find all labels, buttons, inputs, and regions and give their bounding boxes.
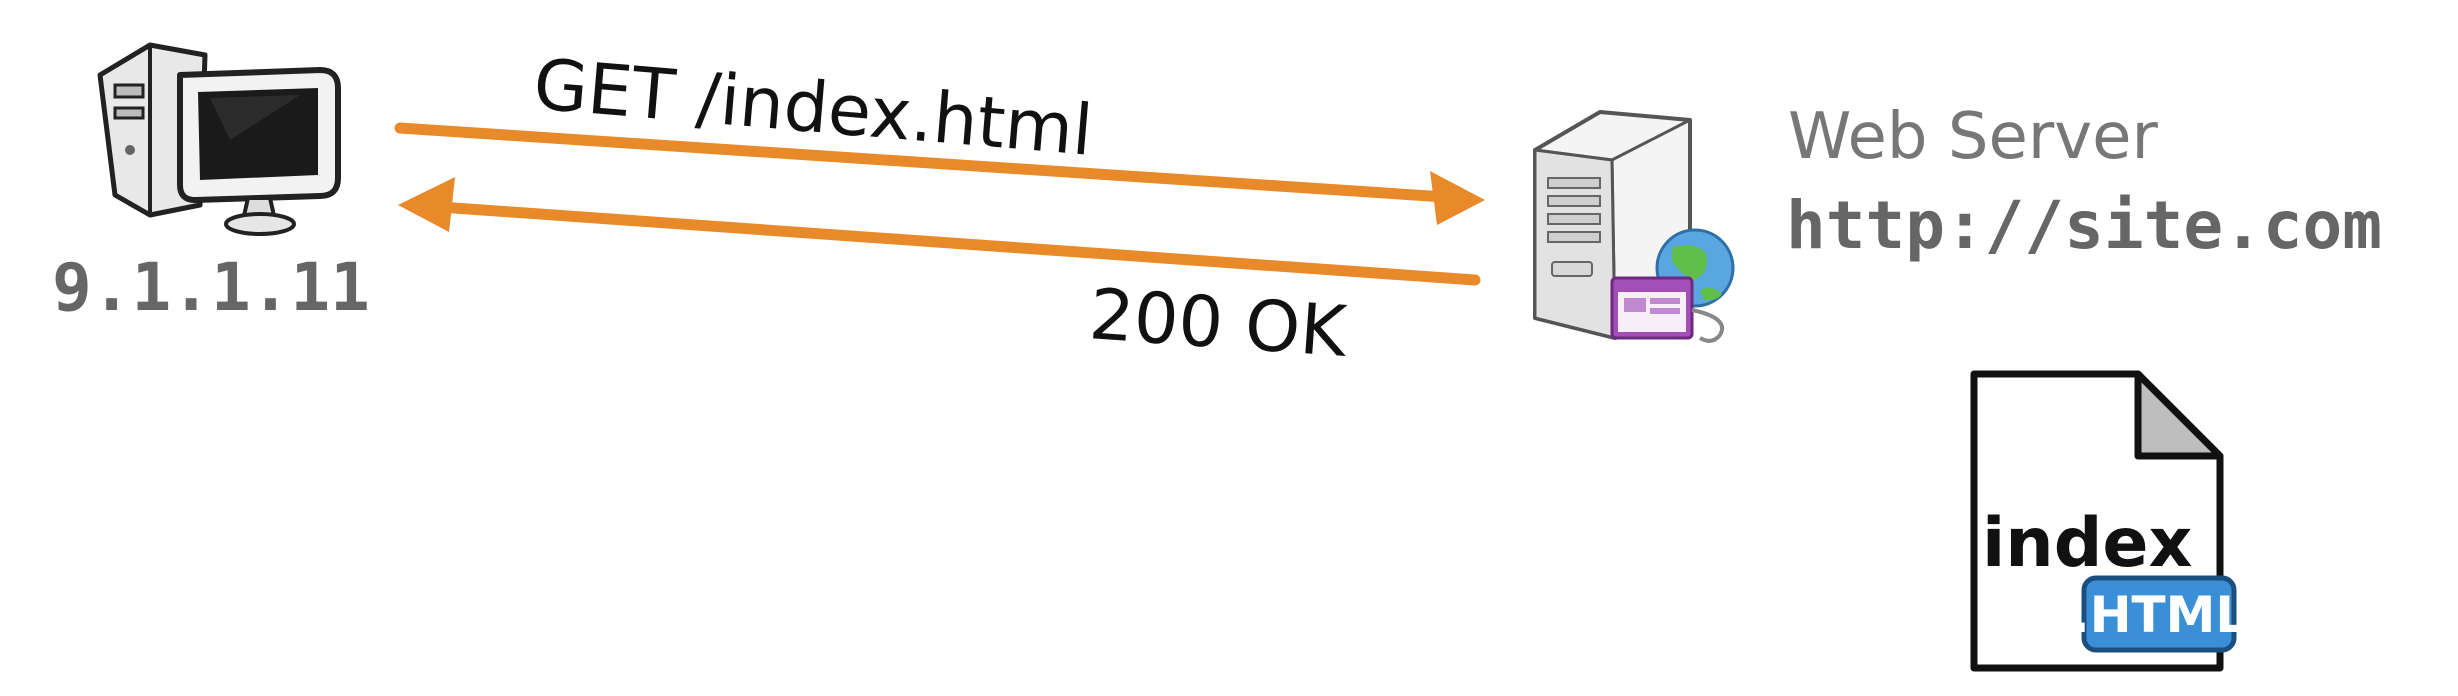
- file-extension-badge: .HTML: [2071, 586, 2248, 644]
- desktop-computer-icon: [97, 42, 341, 236]
- web-server-icon: [1533, 110, 1735, 343]
- html-file-icon: [1970, 370, 2237, 672]
- server-title: Web Server: [1788, 100, 2158, 174]
- response-label: 200 OK: [1087, 273, 1351, 373]
- server-url: http://site.com: [1786, 187, 2382, 264]
- client-ip-label: 9.1.1.11: [52, 249, 370, 326]
- response-arrow: [398, 177, 1481, 286]
- request-arrow: [394, 122, 1485, 225]
- file-name-label: index: [1982, 504, 2192, 583]
